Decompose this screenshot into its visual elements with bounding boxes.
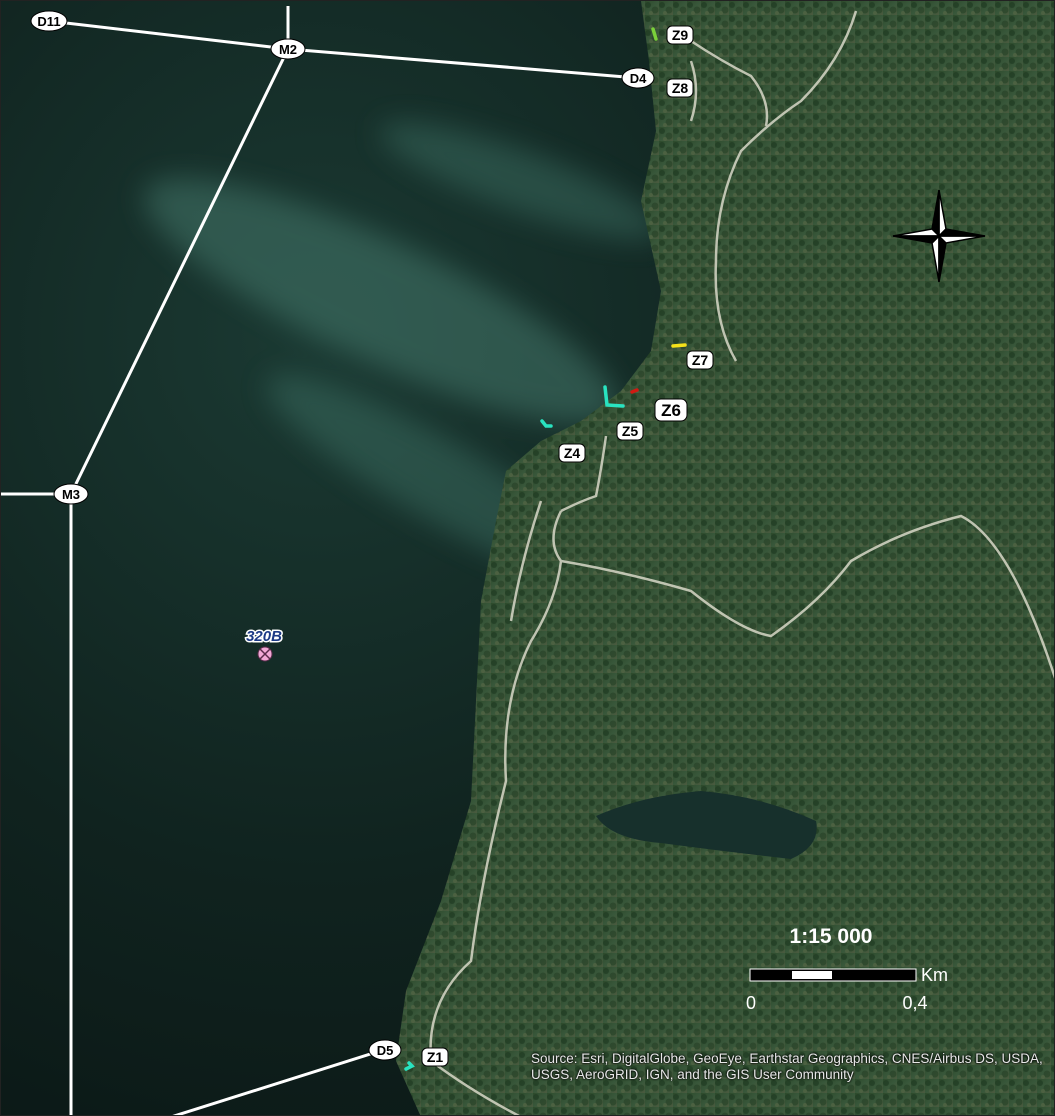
grid-node-d4[interactable]: D4 <box>621 67 655 89</box>
scale-start-label: 0 <box>746 993 756 1013</box>
zone-label-z5-text: Z5 <box>622 423 639 439</box>
zone-z1-segment <box>404 1061 415 1071</box>
zone-label-z9-text: Z9 <box>672 27 689 43</box>
north-arrow-compass-icon <box>892 189 986 283</box>
grid-node-d4-label: D4 <box>630 71 647 86</box>
zone-label-z1[interactable]: Z1 <box>421 1047 449 1067</box>
scale-end-label: 0,4 <box>902 993 927 1013</box>
zone-label-z4[interactable]: Z4 <box>558 443 586 463</box>
zone-segments <box>404 27 687 1071</box>
grid-node-m3[interactable]: M3 <box>53 483 89 505</box>
station-label: 320B <box>246 628 282 645</box>
grid-node-d5[interactable]: D5 <box>368 1039 402 1061</box>
scale-unit-label: Km <box>921 965 948 985</box>
grid-node-d11[interactable]: D11 <box>30 10 68 32</box>
zone-red-segment <box>630 388 639 394</box>
zone-label-z1-text: Z1 <box>427 1049 444 1065</box>
grid-node-m3-label: M3 <box>62 487 80 502</box>
zone-label-z7-text: Z7 <box>692 352 709 368</box>
zone-label-z7[interactable]: Z7 <box>686 350 714 370</box>
scale-bar: 1:15 000 Km 0 0,4 <box>746 925 948 1013</box>
inland-lake <box>596 791 817 859</box>
zone-z6-segment <box>603 385 625 408</box>
shoreline-land <box>396 1 1054 1115</box>
zone-z7-segment <box>671 343 687 348</box>
scale-ratio-label: 1:15 000 <box>790 925 873 948</box>
zone-z9-segment <box>651 27 658 41</box>
zone-label-z8[interactable]: Z8 <box>666 78 694 98</box>
grid-node-d5-label: D5 <box>377 1043 394 1058</box>
grid-node-m2[interactable]: M2 <box>270 38 306 60</box>
station-320b[interactable]: 320B <box>245 627 284 662</box>
zone-label-z6[interactable]: Z6 <box>654 398 688 422</box>
map-attribution: Source: Esri, DigitalGlobe, GeoEye, Eart… <box>531 1051 1043 1082</box>
zone-label-z4-text: Z4 <box>564 445 581 461</box>
grid-node-m2-label: M2 <box>279 42 297 57</box>
sampling-grid <box>1 6 639 1115</box>
station-cross-circle-icon <box>257 646 273 662</box>
grid-node-d11-label: D11 <box>37 14 60 29</box>
zone-label-z9[interactable]: Z9 <box>666 25 694 45</box>
zone-z4-segment <box>540 419 553 428</box>
zone-label-z8-text: Z8 <box>672 80 689 96</box>
zone-label-z6-text: Z6 <box>661 401 681 420</box>
zone-label-z5[interactable]: Z5 <box>616 421 644 441</box>
